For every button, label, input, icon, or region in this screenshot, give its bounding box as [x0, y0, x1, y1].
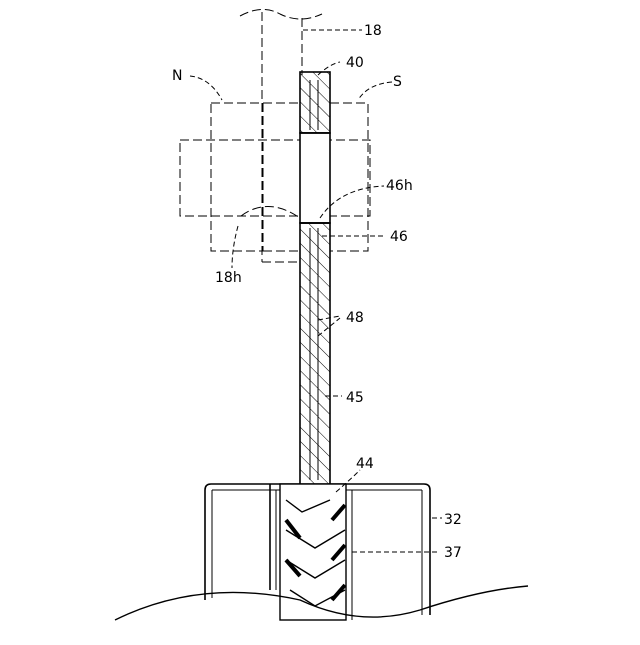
shaft-45 — [300, 72, 330, 485]
label-32: 32 — [444, 512, 462, 528]
label-37: 37 — [444, 545, 462, 561]
insert-37 — [280, 484, 346, 620]
label-48: 48 — [346, 310, 364, 326]
label-N: N — [172, 68, 182, 84]
label-46h: 46h — [386, 178, 413, 194]
label-18: 18 — [364, 23, 382, 39]
label-44: 44 — [356, 456, 374, 472]
label-18h: 18h — [215, 270, 242, 286]
label-40: 40 — [346, 55, 364, 71]
label-S: S — [393, 74, 402, 90]
label-46: 46 — [390, 229, 408, 245]
label-45: 45 — [346, 390, 364, 406]
magnet-phantom-outline — [180, 9, 370, 262]
